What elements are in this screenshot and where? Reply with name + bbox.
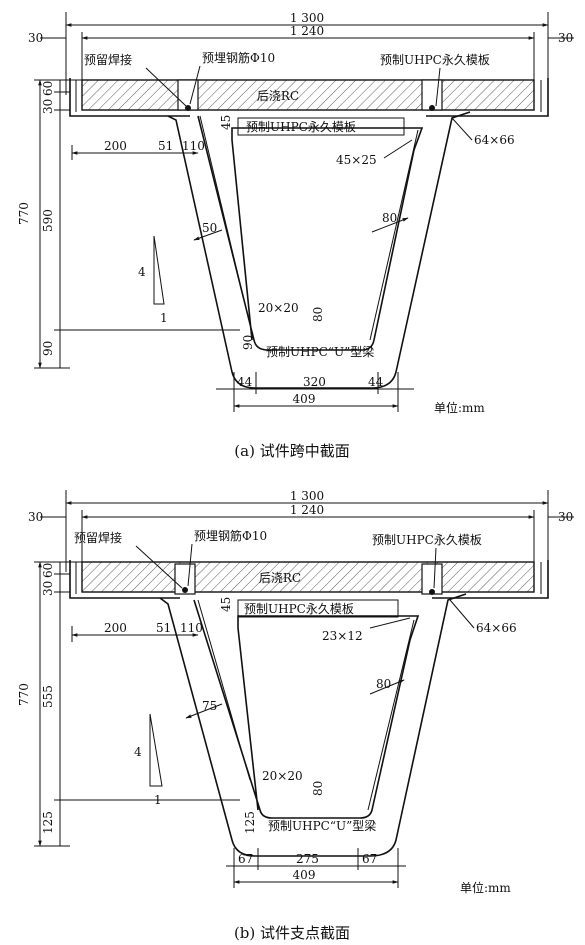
dim-web-right: 80 [376,677,391,691]
label-rc: 后浇RC [257,89,299,103]
dim-total-width: 1 300 [290,489,324,503]
label-form-center: 预制UHPC永久模板 [246,120,356,134]
dim-bottom-a: 67 [238,852,253,866]
formwork-outline [69,560,549,599]
dim-bottom-b: 320 [303,375,326,389]
dim-slab-mid: 60 [41,81,55,96]
label-chamfer-top: 23×12 [322,629,363,643]
label-form-right: 预制UHPC永久模板 [372,533,482,547]
slope-triangle [149,713,163,787]
dim-bottom-inner: 125 [243,811,257,834]
dim-edge-left: 30 [28,31,43,45]
caption-b: (b) 试件支点截面 [234,924,350,942]
label-form-center: 预制UHPC永久模板 [244,602,354,616]
slope-v: 4 [138,265,146,279]
u-beam-inner [197,115,424,351]
dim-bottom-c: 67 [362,852,377,866]
slope-h: 1 [154,793,162,807]
dim-total-height: 770 [17,202,31,225]
label-chamfer-bottom: 20×20 [258,301,299,315]
dim-edge-left: 30 [28,510,43,524]
dim-slab-mid: 60 [41,563,55,578]
dim-bottom-thick: 80 [311,307,325,322]
dim-inner-width: 1 240 [290,503,324,517]
label-unit: 单位:mm [460,880,511,895]
panel-b: 1 300 1 240 30 30 后浇RC 770 30 60 555 125… [17,489,574,942]
dim-bottom-height: 125 [41,811,55,834]
label-rebar: 预埋钢筋Φ10 [202,50,275,65]
dim-form-gap: 45 [219,115,233,130]
label-unit: 单位:mm [434,400,485,415]
dim-web-right: 80 [382,211,397,225]
caption-a: (a) 试件跨中截面 [234,442,349,460]
dim-total-height: 770 [17,683,31,706]
dim-edge-right: 30 [558,31,573,45]
label-chamfer-top: 45×25 [336,153,377,167]
dim-form-gap: 45 [219,597,233,612]
dim-edge-right: 30 [558,510,573,524]
u-beam-inner [193,599,420,819]
dim-slab-top: 30 [41,99,55,114]
rc-slab [81,561,535,593]
dim-slab-top: 30 [41,581,55,596]
slope-h: 1 [160,311,168,325]
dim-bottom-b: 275 [296,852,319,866]
dim-web-left: 50 [202,221,217,235]
dim-bottom-width: 409 [293,392,316,406]
dim-left-200: 200 [104,139,127,153]
label-haunch: 64×66 [474,133,515,147]
dim-web-left: 75 [202,699,217,713]
dim-web-height: 555 [41,685,55,708]
label-u-beam: 预制UHPC“U”型梁 [266,344,374,359]
label-rebar: 预埋钢筋Φ10 [194,528,267,543]
rc-slab [81,79,535,111]
slope-v: 4 [134,745,142,759]
dim-total-width: 1 300 [290,11,324,25]
dim-web-height: 590 [41,209,55,232]
dim-bottom-a: 44 [237,375,253,389]
dim-bottom-inner: 90 [241,335,255,350]
dim-left-51: 51 [156,621,171,635]
label-form-right: 预制UHPC永久模板 [380,53,490,67]
dim-bottom-c: 44 [368,375,384,389]
label-weld: 预留焊接 [74,530,122,545]
label-rc: 后浇RC [259,571,301,585]
panel-a: 1 300 1 240 30 30 后浇RC 770 30 60 590 90 [17,11,574,460]
u-beam-outer [159,593,467,857]
formwork-outline [69,78,549,117]
dim-inner-width: 1 240 [290,24,324,38]
dim-left-110: 110 [182,139,205,153]
dim-bottom-width: 409 [293,868,316,882]
label-haunch: 64×66 [476,621,517,635]
label-weld: 预留焊接 [84,52,132,67]
dim-left-200: 200 [104,621,127,635]
label-u-beam: 预制UHPC“U”型梁 [268,818,376,833]
dim-left-110: 110 [180,621,203,635]
label-chamfer-bottom: 20×20 [262,769,303,783]
dim-left-51: 51 [158,139,173,153]
dim-bottom-thick: 80 [311,781,325,796]
dim-bottom-height: 90 [41,341,55,356]
slope-triangle [153,235,165,305]
